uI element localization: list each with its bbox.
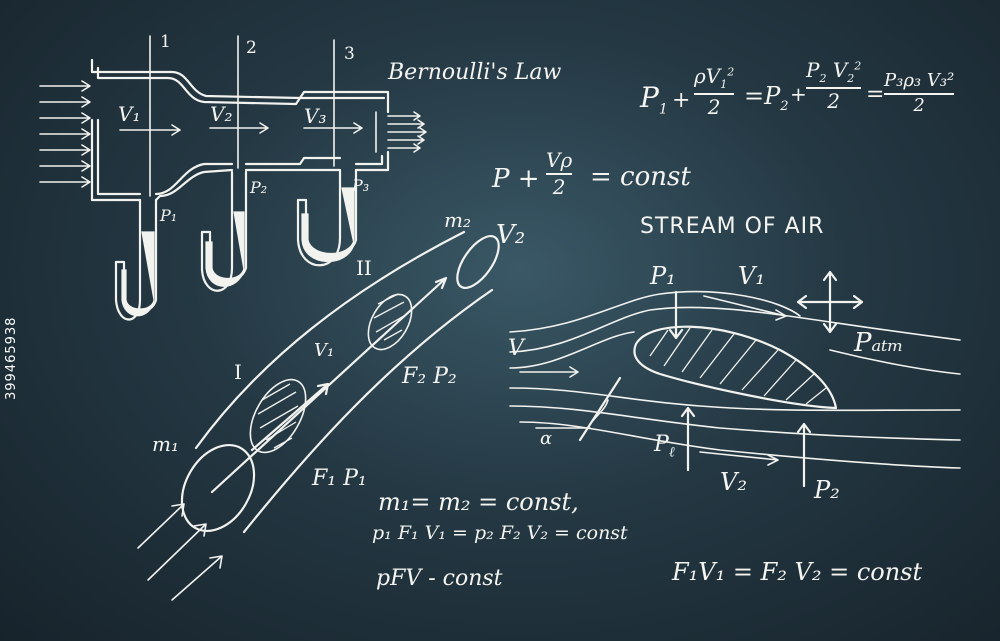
airfoil-diagram — [509, 270, 961, 488]
tube-section-1: I — [234, 360, 242, 384]
stock-id: 399465938 — [4, 316, 19, 400]
flow-equation: F₁V₁ = F₂ V₂ = const — [672, 558, 923, 586]
mass-equation-1: m₁= m₂ = const, — [378, 488, 579, 516]
airfoil-v1: V₁ — [738, 262, 765, 290]
airfoil-v2: V₂ — [720, 468, 747, 496]
tube-section-2: II — [356, 256, 372, 280]
pressure-label-2: P₂ — [250, 178, 268, 197]
airfoil-patm: Pₐₜₘ — [854, 328, 904, 358]
venturi-pipe — [39, 35, 427, 321]
eq-p1: P1 — [640, 81, 668, 118]
eq-p2: =P2 — [744, 82, 789, 114]
section-number-1: 1 — [160, 32, 171, 52]
airfoil-alpha: α — [540, 428, 553, 449]
tube-v1: V₁ — [314, 340, 335, 361]
tube-m2: m₂ — [444, 208, 471, 232]
eq-equals2: = — [866, 82, 885, 107]
flow-tube — [137, 230, 500, 601]
eq-plus2: + — [790, 82, 807, 106]
pressure-label-1: P₁ — [160, 206, 178, 225]
section-number-3: 3 — [344, 44, 355, 64]
tube-f1p1: F₁ P₁ — [312, 466, 367, 491]
const-rhs: = const — [590, 162, 691, 192]
pressure-label-3: P₃ — [352, 176, 370, 195]
airfoil-v: V — [508, 336, 524, 361]
velocity-label-1: V₁ — [118, 102, 141, 126]
tube-v2: V₂ — [496, 220, 526, 250]
airfoil-pl: Pℓ — [654, 432, 675, 461]
velocity-label-3: V₃ — [304, 104, 327, 128]
tube-m1: m₁ — [152, 432, 179, 456]
mass-equation-2: p₁ F₁ V₁ = p₂ F₂ V₂ = const — [372, 522, 628, 544]
tube-f2p2: F₂ P₂ — [402, 364, 457, 389]
const-p: P + — [492, 164, 540, 194]
section-number-2: 2 — [246, 38, 257, 58]
stream-heading: STREAM OF AIR — [640, 214, 825, 239]
mass-equation-3: pFV - const — [376, 566, 503, 591]
airfoil-p1: P₁ — [650, 262, 676, 290]
page-title: Bernoulli's Law — [388, 60, 562, 85]
airfoil-p2: P₂ — [814, 476, 840, 504]
velocity-label-2: V₂ — [210, 102, 233, 126]
eq-plus1: + — [672, 88, 691, 113]
